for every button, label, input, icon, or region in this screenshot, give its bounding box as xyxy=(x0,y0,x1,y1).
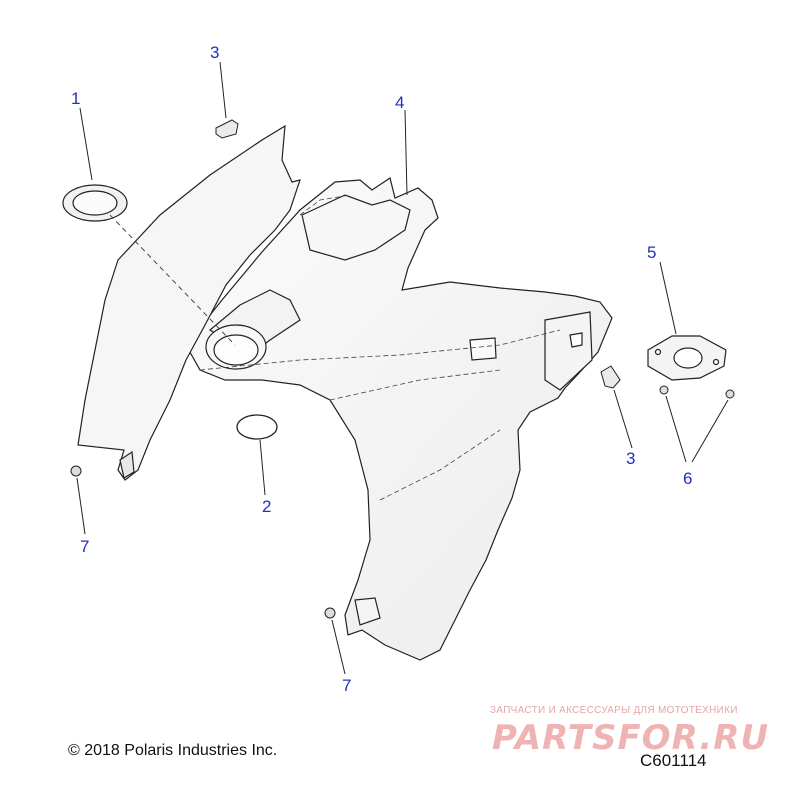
assembly-line xyxy=(109,214,236,346)
left-side-panel xyxy=(77,124,301,481)
copyright-notice: © 2018 Polaris Industries Inc. xyxy=(68,742,278,759)
callout-2: 2 xyxy=(262,497,272,516)
callout-3-top: 3 xyxy=(210,43,220,62)
figure-code: C601114 xyxy=(640,751,707,770)
leader-lines xyxy=(76,61,729,675)
part-3-clip-top xyxy=(215,119,239,139)
callout-7-left: 7 xyxy=(80,537,90,556)
part-5-plate xyxy=(647,335,727,381)
part-2-oring xyxy=(236,414,278,440)
part-6-screws xyxy=(659,385,735,399)
watermark-brand: PARTSFOR.RU xyxy=(492,718,770,758)
callout-1: 1 xyxy=(71,89,81,108)
part-1-ring xyxy=(62,184,128,222)
part-3-clip-right xyxy=(600,365,621,389)
callout-4: 4 xyxy=(395,93,405,112)
part-7-fasteners xyxy=(70,465,336,619)
part-4-panel xyxy=(185,177,613,661)
seam-lines xyxy=(199,194,561,501)
watermark-tagline: ЗАПЧАСТИ И АКСЕССУАРЫ ДЛЯ МОТОТЕХНИКИ xyxy=(490,705,738,716)
callout-7-bottom: 7 xyxy=(342,676,352,695)
callout-5: 5 xyxy=(647,243,657,262)
callout-6: 6 xyxy=(683,469,693,488)
callout-3-right: 3 xyxy=(626,449,636,468)
